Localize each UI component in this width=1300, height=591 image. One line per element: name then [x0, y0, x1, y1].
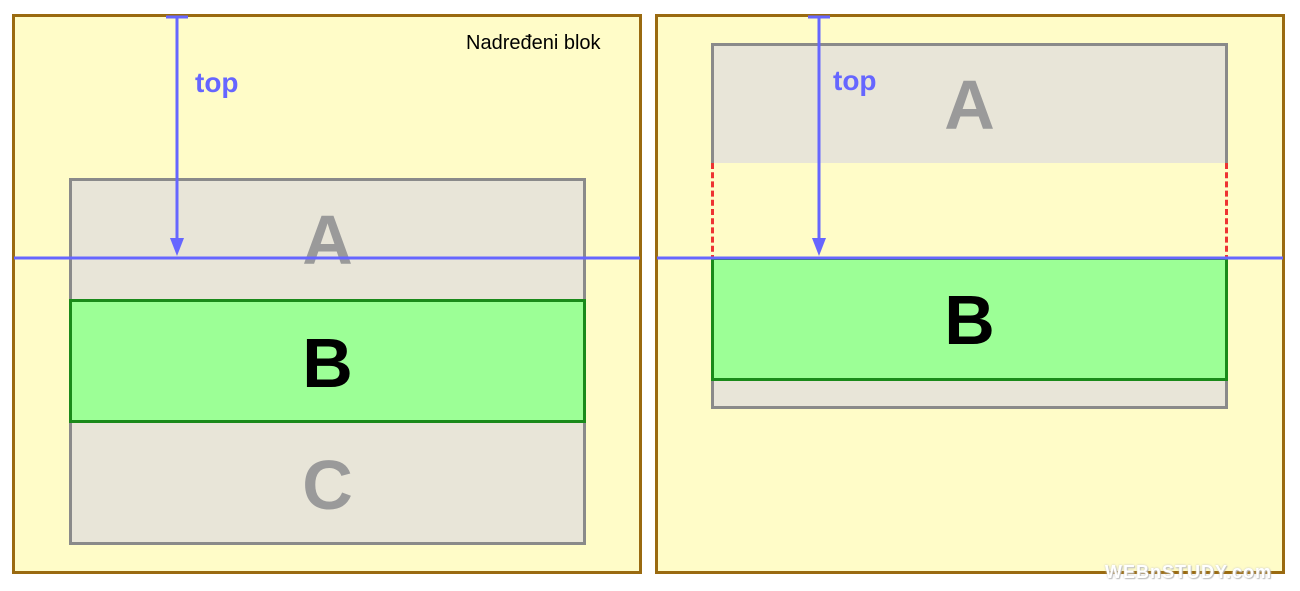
top-label-right: top	[833, 65, 877, 96]
watermark: WEBnSTUDY.com	[1105, 562, 1273, 582]
original-position-placeholder	[711, 163, 1228, 261]
box-a-left-label: A	[302, 201, 353, 279]
box-c-left-label: C	[302, 446, 353, 524]
parent-block-label: Nadređeni blok	[466, 32, 601, 54]
top-label-left: top	[195, 67, 239, 98]
box-b-right-label: B	[944, 281, 995, 359]
top-arrow-left-head	[170, 238, 184, 256]
box-a-right-top-strip	[711, 43, 1228, 166]
box-b-left	[69, 299, 586, 423]
top-arrow-right-head	[812, 238, 826, 256]
box-a-right-label: A	[944, 66, 995, 144]
box-b-left-label: B	[302, 324, 353, 402]
